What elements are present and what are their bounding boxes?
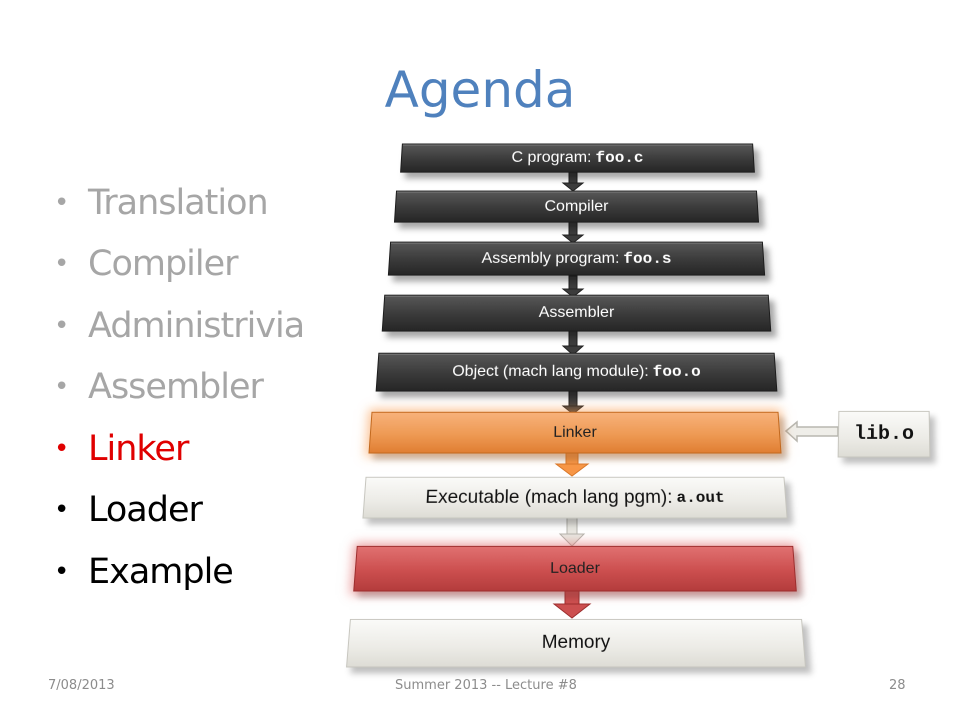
file-name: lib.o	[853, 422, 915, 446]
stage-memory: Memory	[346, 618, 806, 668]
down-arrow-icon	[558, 517, 586, 547]
stage-label: Assembler	[538, 304, 615, 321]
file-name: foo.c	[595, 149, 644, 167]
footer-page-number: 28	[889, 678, 906, 693]
agenda-item-administrivia: • Administrivia	[54, 295, 305, 357]
agenda-item-label: Linker	[88, 428, 189, 469]
agenda-item-label: Translation	[88, 182, 269, 223]
agenda-item-translation: • Translation	[54, 172, 304, 234]
stage-executable: Executable (mach lang pgm):a.out	[362, 476, 788, 519]
stage-label: Memory	[541, 632, 611, 653]
down-arrow-icon	[561, 275, 585, 298]
stage-assembler: Assembler	[381, 294, 772, 332]
bullet-icon: •	[54, 372, 69, 403]
agenda-item-assembler: • Assembler	[54, 357, 304, 419]
agenda-item-compiler: • Compiler	[54, 234, 304, 296]
bullet-icon: •	[54, 187, 69, 218]
footer-date: 7/08/2013	[48, 678, 115, 693]
file-name: foo.s	[623, 249, 672, 268]
stage-label: C program:	[511, 149, 592, 166]
lib-file: lib.o	[837, 410, 931, 458]
agenda-item-label: Administrivia	[88, 305, 305, 346]
bullet-icon: •	[54, 495, 69, 526]
down-arrow-icon	[552, 589, 592, 619]
bullet-icon: •	[54, 310, 69, 341]
bullet-icon: •	[54, 433, 69, 464]
stage-label: Assembly program:	[481, 249, 620, 267]
stage-compiler: Compiler	[393, 190, 760, 223]
slide-title: Agenda	[384, 61, 576, 119]
down-arrow-icon	[561, 390, 585, 415]
stage-label: Compiler	[544, 197, 609, 215]
agenda-item-loader: • Loader	[54, 480, 304, 542]
down-arrow-icon	[561, 330, 585, 356]
agenda-item-label: Loader	[88, 490, 203, 531]
agenda-list: • Translation • Compiler • Administrivia • A…	[54, 172, 305, 603]
down-arrow-icon	[554, 451, 590, 477]
stage-c-program: C program:foo.c	[400, 143, 755, 173]
agenda-item-label: Assembler	[88, 367, 264, 408]
down-arrow-icon	[561, 169, 585, 192]
stage-label: Loader	[550, 559, 600, 577]
bullet-icon: •	[54, 249, 69, 280]
stage-label: Object (mach lang module):	[451, 363, 649, 380]
agenda-item-label: Compiler	[88, 244, 239, 285]
left-arrow-icon	[784, 420, 839, 443]
stage-loader: Loader	[353, 545, 797, 592]
stage-linker: Linker	[368, 411, 782, 454]
file-name: foo.o	[652, 363, 702, 381]
agenda-item-linker: • Linker	[54, 418, 304, 480]
file-name: a.out	[676, 488, 726, 507]
stage-label: Linker	[553, 423, 597, 441]
stage-object: Object (mach lang module):foo.o	[375, 352, 778, 392]
agenda-item-label: Example	[88, 551, 234, 592]
stage-assembly-program: Assembly program:foo.s	[387, 241, 766, 276]
agenda-item-example: • Example	[54, 541, 304, 603]
footer-course: Summer 2013 -- Lecture #8	[395, 678, 577, 693]
bullet-icon: •	[54, 556, 69, 587]
stage-label: Executable (mach lang pgm):	[424, 486, 673, 508]
down-arrow-icon	[561, 221, 585, 244]
